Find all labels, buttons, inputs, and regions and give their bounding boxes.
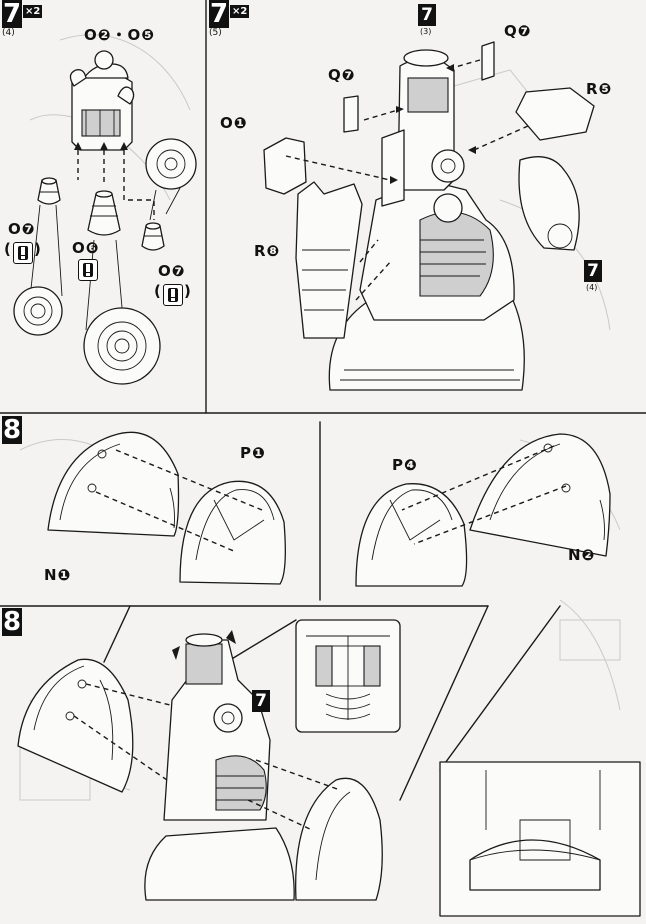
part-label-n1: N❶ [44,566,72,584]
step-reference-badge: 7 [584,260,602,282]
part-q7-left [343,95,359,133]
part-o1 [263,137,307,195]
paren-close: ) [34,240,41,258]
exclamation-warning-icon [78,259,98,281]
nozzle-detail-circles [13,138,197,385]
part-r5 [515,87,595,141]
quantity-multiplier: ×2 [23,5,43,18]
step-subref: (4) [2,28,15,38]
paren-close: ) [184,282,191,300]
shell-n1 [47,431,180,537]
shell-p1 [95,449,286,585]
part-label-n2: N❷ [568,546,596,564]
step-reference-sub: (4) [586,283,598,292]
part-label-r5: R❺ [586,80,613,98]
part-label-r8: R❽ [254,242,281,260]
nozzle-o7-right [141,187,181,251]
step-subref: (5) [209,28,222,38]
part-label-o2-o5: O❷・O❺ [84,26,155,44]
part-label-p1: P❶ [240,444,266,462]
main-body-assembly [263,41,595,391]
paren-open: ( [4,240,11,258]
shell-n2 [401,433,611,557]
final-shell-right [247,759,383,901]
part-label-o1: O❶ [220,114,248,132]
paren-open: ( [154,282,161,300]
nozzle-o7-left [29,177,63,299]
nozzle-o6-center [85,190,125,331]
thruster-assembly [69,50,155,220]
panel-frames [0,0,646,801]
shell-p4 [355,483,468,587]
final-body [144,630,295,901]
rear-thrusters [518,156,580,251]
part-label-o7-right: O❼ [158,262,186,280]
quantity-multiplier: ×2 [230,5,250,18]
part-label-o7-left: O❼ [8,220,36,238]
detail-inset-bottom-right [439,761,641,917]
exclamation-warning-icon [163,284,183,306]
step-number: 7 [209,0,229,29]
part-r8 [295,181,363,339]
exclamation-warning-icon [13,242,33,264]
step-reference-badge: 7 [418,4,436,26]
part-label-q7-top: Q❼ [504,22,532,40]
part-label-o6: O❻ [72,239,100,257]
step-number: 7 [2,0,22,29]
cross-section-inset [295,619,401,733]
part-q7-top [481,41,495,81]
part-label-q7-left: Q❼ [328,66,356,84]
step-number: 8 [2,607,22,637]
part-label-p4: P❹ [392,456,418,474]
final-shell-left [17,658,197,801]
step-number: 8 [2,415,22,445]
step-reference-badge: 7 [252,690,270,712]
step-reference-sub: (3) [420,27,432,36]
